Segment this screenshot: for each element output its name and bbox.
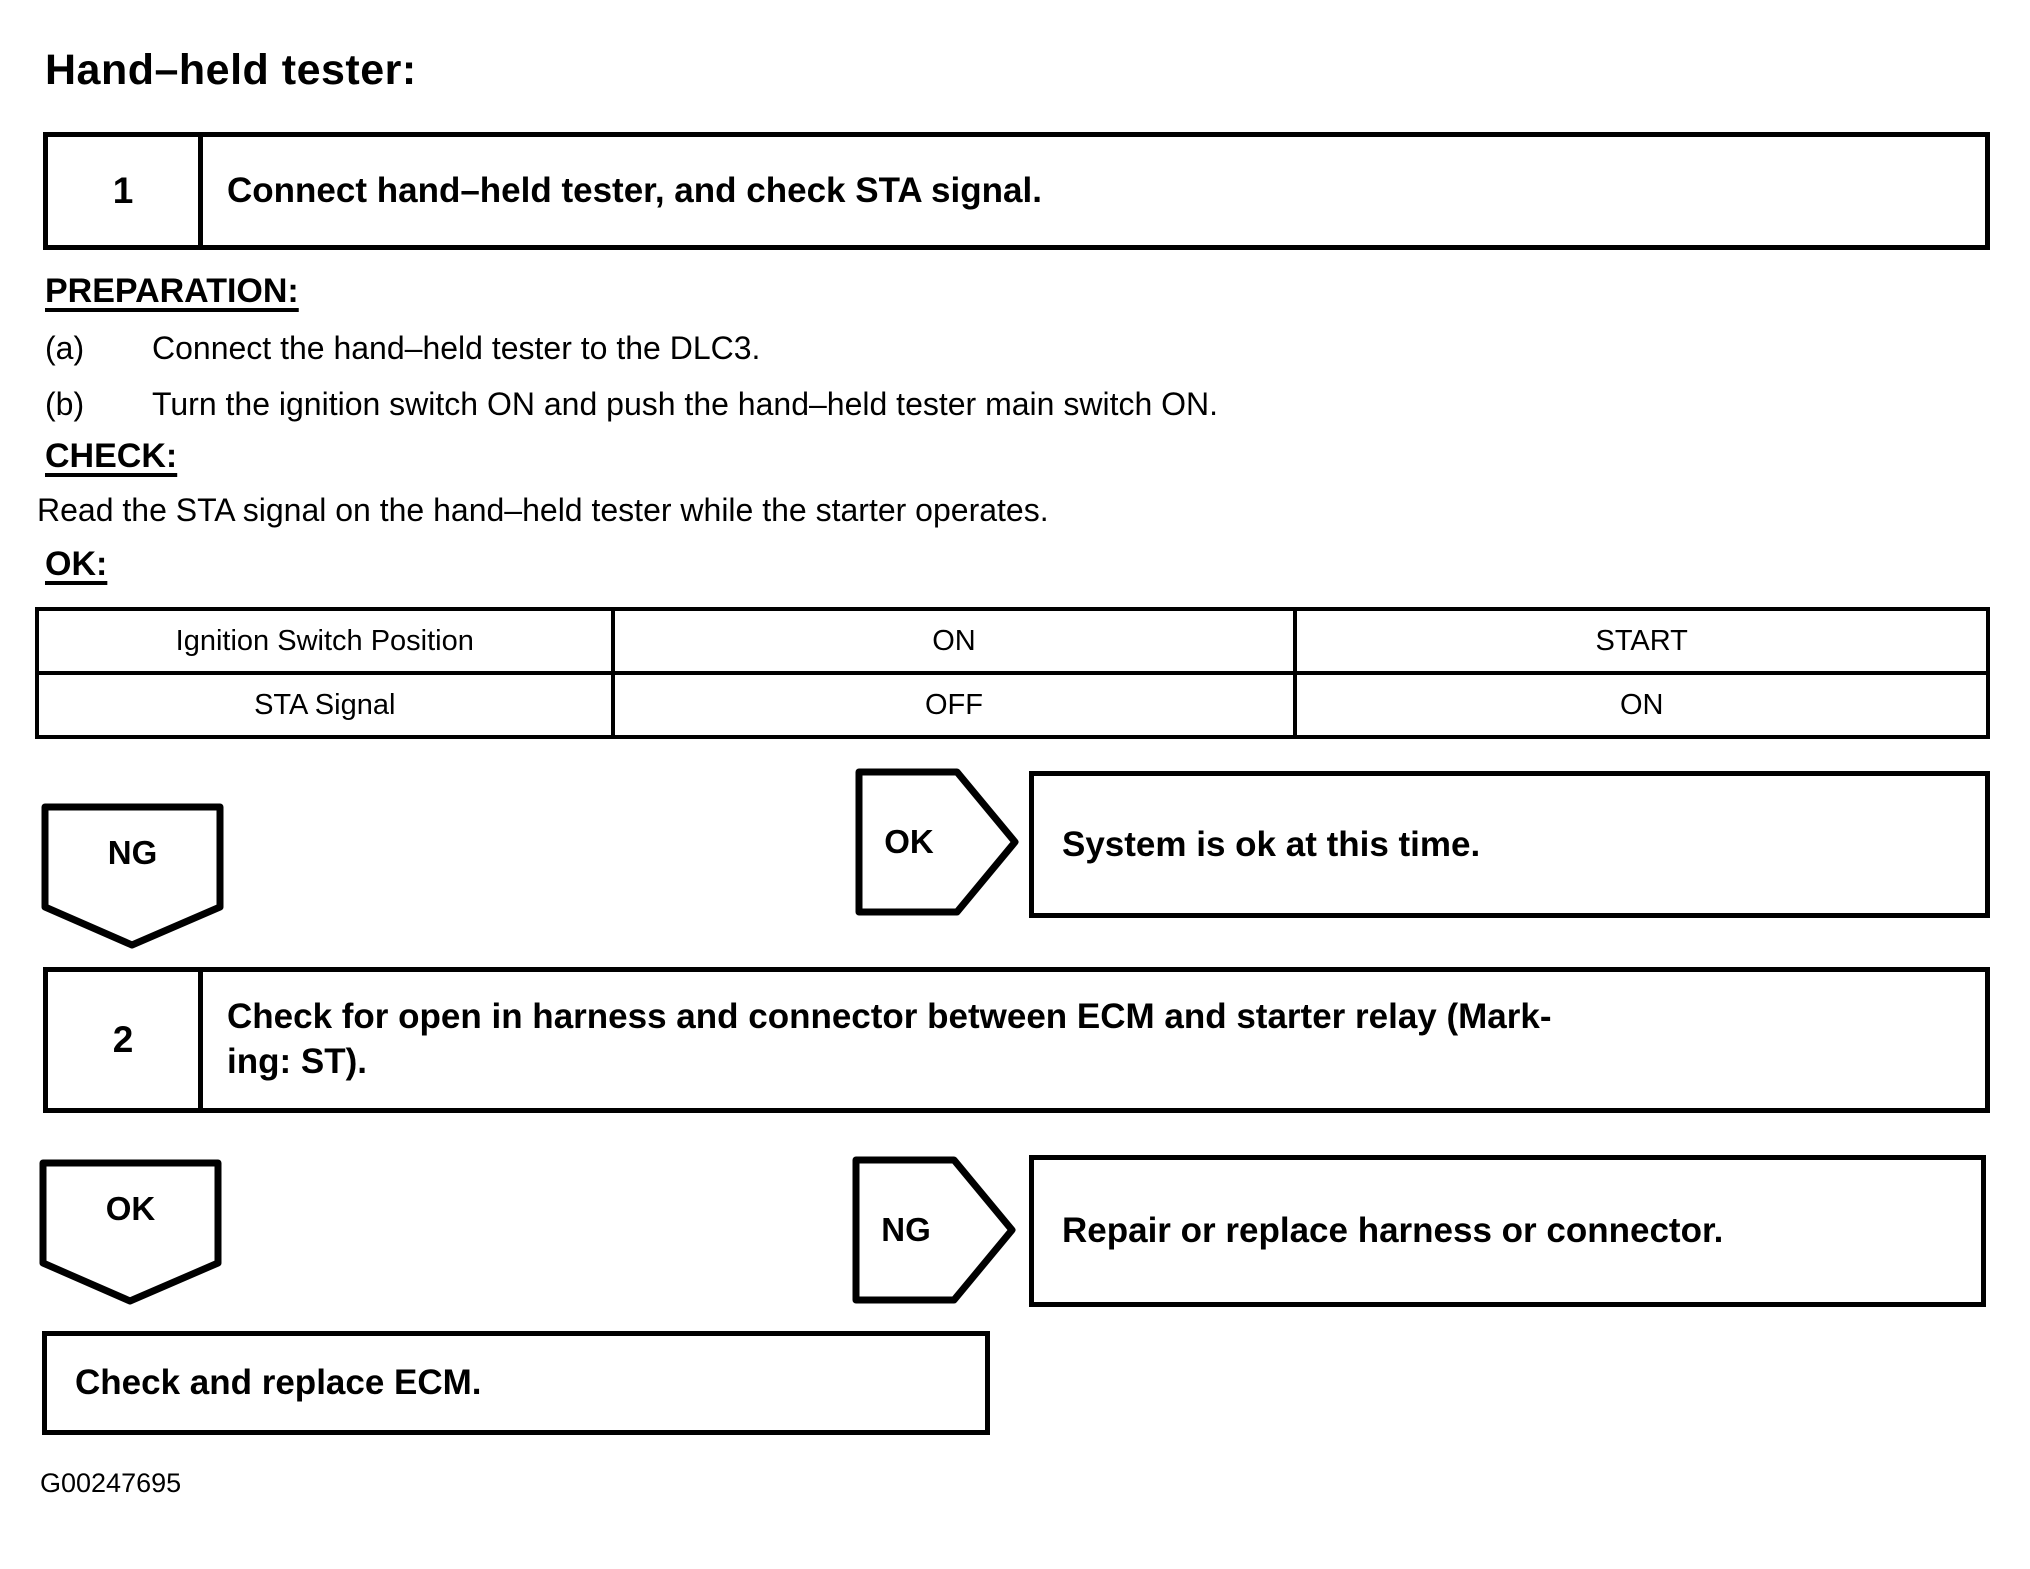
step-2-title: Check for open in harness and connector … (203, 972, 1985, 1108)
table-row: STA Signal OFF ON (35, 671, 1990, 739)
step-1-box: 1 Connect hand–held tester, and check ST… (43, 132, 1990, 250)
section-heading-check: CHECK: (45, 437, 178, 475)
table-cell-row2-col2: OFF (610, 671, 1298, 739)
figure-id: G00247695 (40, 1468, 182, 1498)
section-heading-preparation: PREPARATION: (45, 272, 299, 310)
decision1-ng-flow-arrow-down-icon: NG (40, 802, 225, 950)
preparation-item-b-label: (b) (45, 386, 85, 422)
repair-result-box: Repair or replace harness or connector. (1029, 1155, 1986, 1307)
result-table: Ignition Switch Position ON START STA Si… (35, 607, 1990, 739)
table-cell-row1-col3: START (1293, 607, 1990, 675)
step-1-number: 1 (48, 137, 203, 245)
pentagon-down-shape (39, 1159, 222, 1305)
pentagon-right-shape (852, 1156, 1016, 1304)
preparation-item-a-text: Connect the hand–held tester to the DLC3… (152, 330, 761, 366)
preparation-item-b-text: Turn the ignition switch ON and push the… (152, 386, 1219, 422)
decision1-side-label: OK (884, 823, 934, 860)
step-1-title-line: Connect hand–held tester, and check STA … (227, 170, 1042, 210)
page-title: Hand–held tester: (45, 46, 417, 94)
table-cell-row1-col1: Ignition Switch Position (35, 607, 615, 675)
table-row: Ignition Switch Position ON START (35, 607, 1990, 675)
check-description: Read the STA signal on the hand–held tes… (37, 492, 1049, 528)
final-result-text: Check and replace ECM. (75, 1363, 482, 1402)
decision2-ng-flow-arrow-right-icon: NG (852, 1156, 1017, 1304)
decision2-ok-flow-arrow-down-icon: OK (38, 1158, 223, 1306)
system-ok-result-box: System is ok at this time. (1029, 771, 1990, 918)
repair-result-text: Repair or replace harness or connector. (1062, 1211, 1724, 1250)
step-2-title-line2: ing: ST). (227, 1042, 367, 1081)
decision2-down-label: OK (105, 1190, 156, 1227)
step-2-number: 2 (48, 972, 203, 1108)
table-cell-row1-col2: ON (610, 607, 1298, 675)
pentagon-down-shape (41, 803, 224, 949)
preparation-item-a-label: (a) (45, 330, 85, 366)
decision1-ok-flow-arrow-right-icon: OK (855, 768, 1020, 916)
decision2-side-label: NG (881, 1211, 931, 1248)
step-2-title-line1: Check for open in harness and connector … (227, 997, 1552, 1037)
table-cell-row2-col1: STA Signal (35, 671, 615, 739)
pentagon-right-shape (855, 768, 1019, 916)
final-result-box: Check and replace ECM. (42, 1331, 990, 1435)
preparation-item-a: (a) Connect the hand–held tester to the D… (45, 330, 760, 367)
step-1-title: Connect hand–held tester, and check STA … (203, 137, 1985, 245)
decision1-down-label: NG (107, 834, 158, 871)
preparation-item-b: (b) Turn the ignition switch ON and push … (45, 386, 1218, 423)
section-heading-ok: OK: (45, 545, 108, 583)
system-ok-result-text: System is ok at this time. (1062, 824, 1481, 864)
step-2-box: 2 Check for open in harness and connecto… (43, 967, 1990, 1113)
table-cell-row2-col3: ON (1293, 671, 1990, 739)
